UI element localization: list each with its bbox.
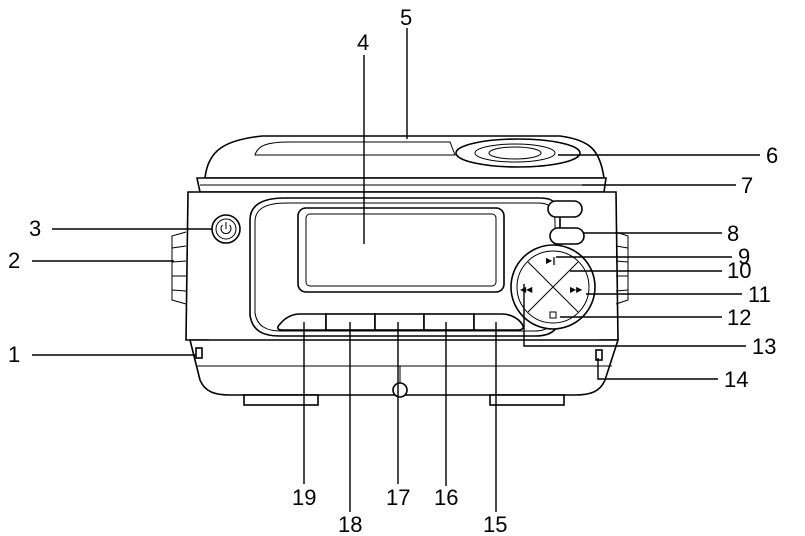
- play-pause-icon: ▶‖: [546, 256, 556, 265]
- leader-lines: [32, 28, 760, 512]
- upper-small-button[interactable]: [547, 200, 583, 218]
- callout-5: 5: [400, 5, 412, 30]
- callout-3: 3: [29, 216, 41, 241]
- callout-7: 7: [741, 173, 753, 198]
- callout-17: 17: [386, 485, 410, 510]
- callout-14: 14: [724, 367, 748, 392]
- callout-13: 13: [752, 334, 776, 359]
- lower-small-button[interactable]: [549, 227, 585, 245]
- callout-18: 18: [338, 512, 362, 536]
- callout-1: 1: [8, 342, 20, 367]
- previous-track-icon: ◀◀: [520, 285, 533, 294]
- lcd-display: [297, 207, 505, 293]
- next-track-icon: ▶▶: [570, 285, 583, 294]
- power-button[interactable]: [211, 214, 241, 244]
- callout-9: 9: [738, 244, 750, 269]
- stop-icon: [549, 311, 557, 319]
- bottom-button-row: [277, 313, 524, 331]
- callout-16: 16: [434, 485, 458, 510]
- navigation-pad[interactable]: ▶‖ ◀◀ ▶▶: [510, 244, 596, 330]
- callout-11: 11: [748, 282, 771, 307]
- callout-8: 8: [727, 221, 739, 246]
- power-icon: [220, 222, 232, 234]
- callout-6: 6: [766, 143, 778, 168]
- callout-19: 19: [292, 485, 316, 510]
- callout-15: 15: [483, 512, 507, 536]
- left-grip: [171, 231, 187, 305]
- callout-4: 4: [357, 30, 369, 55]
- callout-2: 2: [8, 248, 20, 273]
- callout-12: 12: [727, 305, 751, 330]
- callout-10: 10: [727, 258, 751, 283]
- right-grip: [615, 231, 629, 305]
- callout-labels: 1 2 3 4 5 6 7 8 9 10 11 12 13 14 15 16 1…: [8, 5, 778, 536]
